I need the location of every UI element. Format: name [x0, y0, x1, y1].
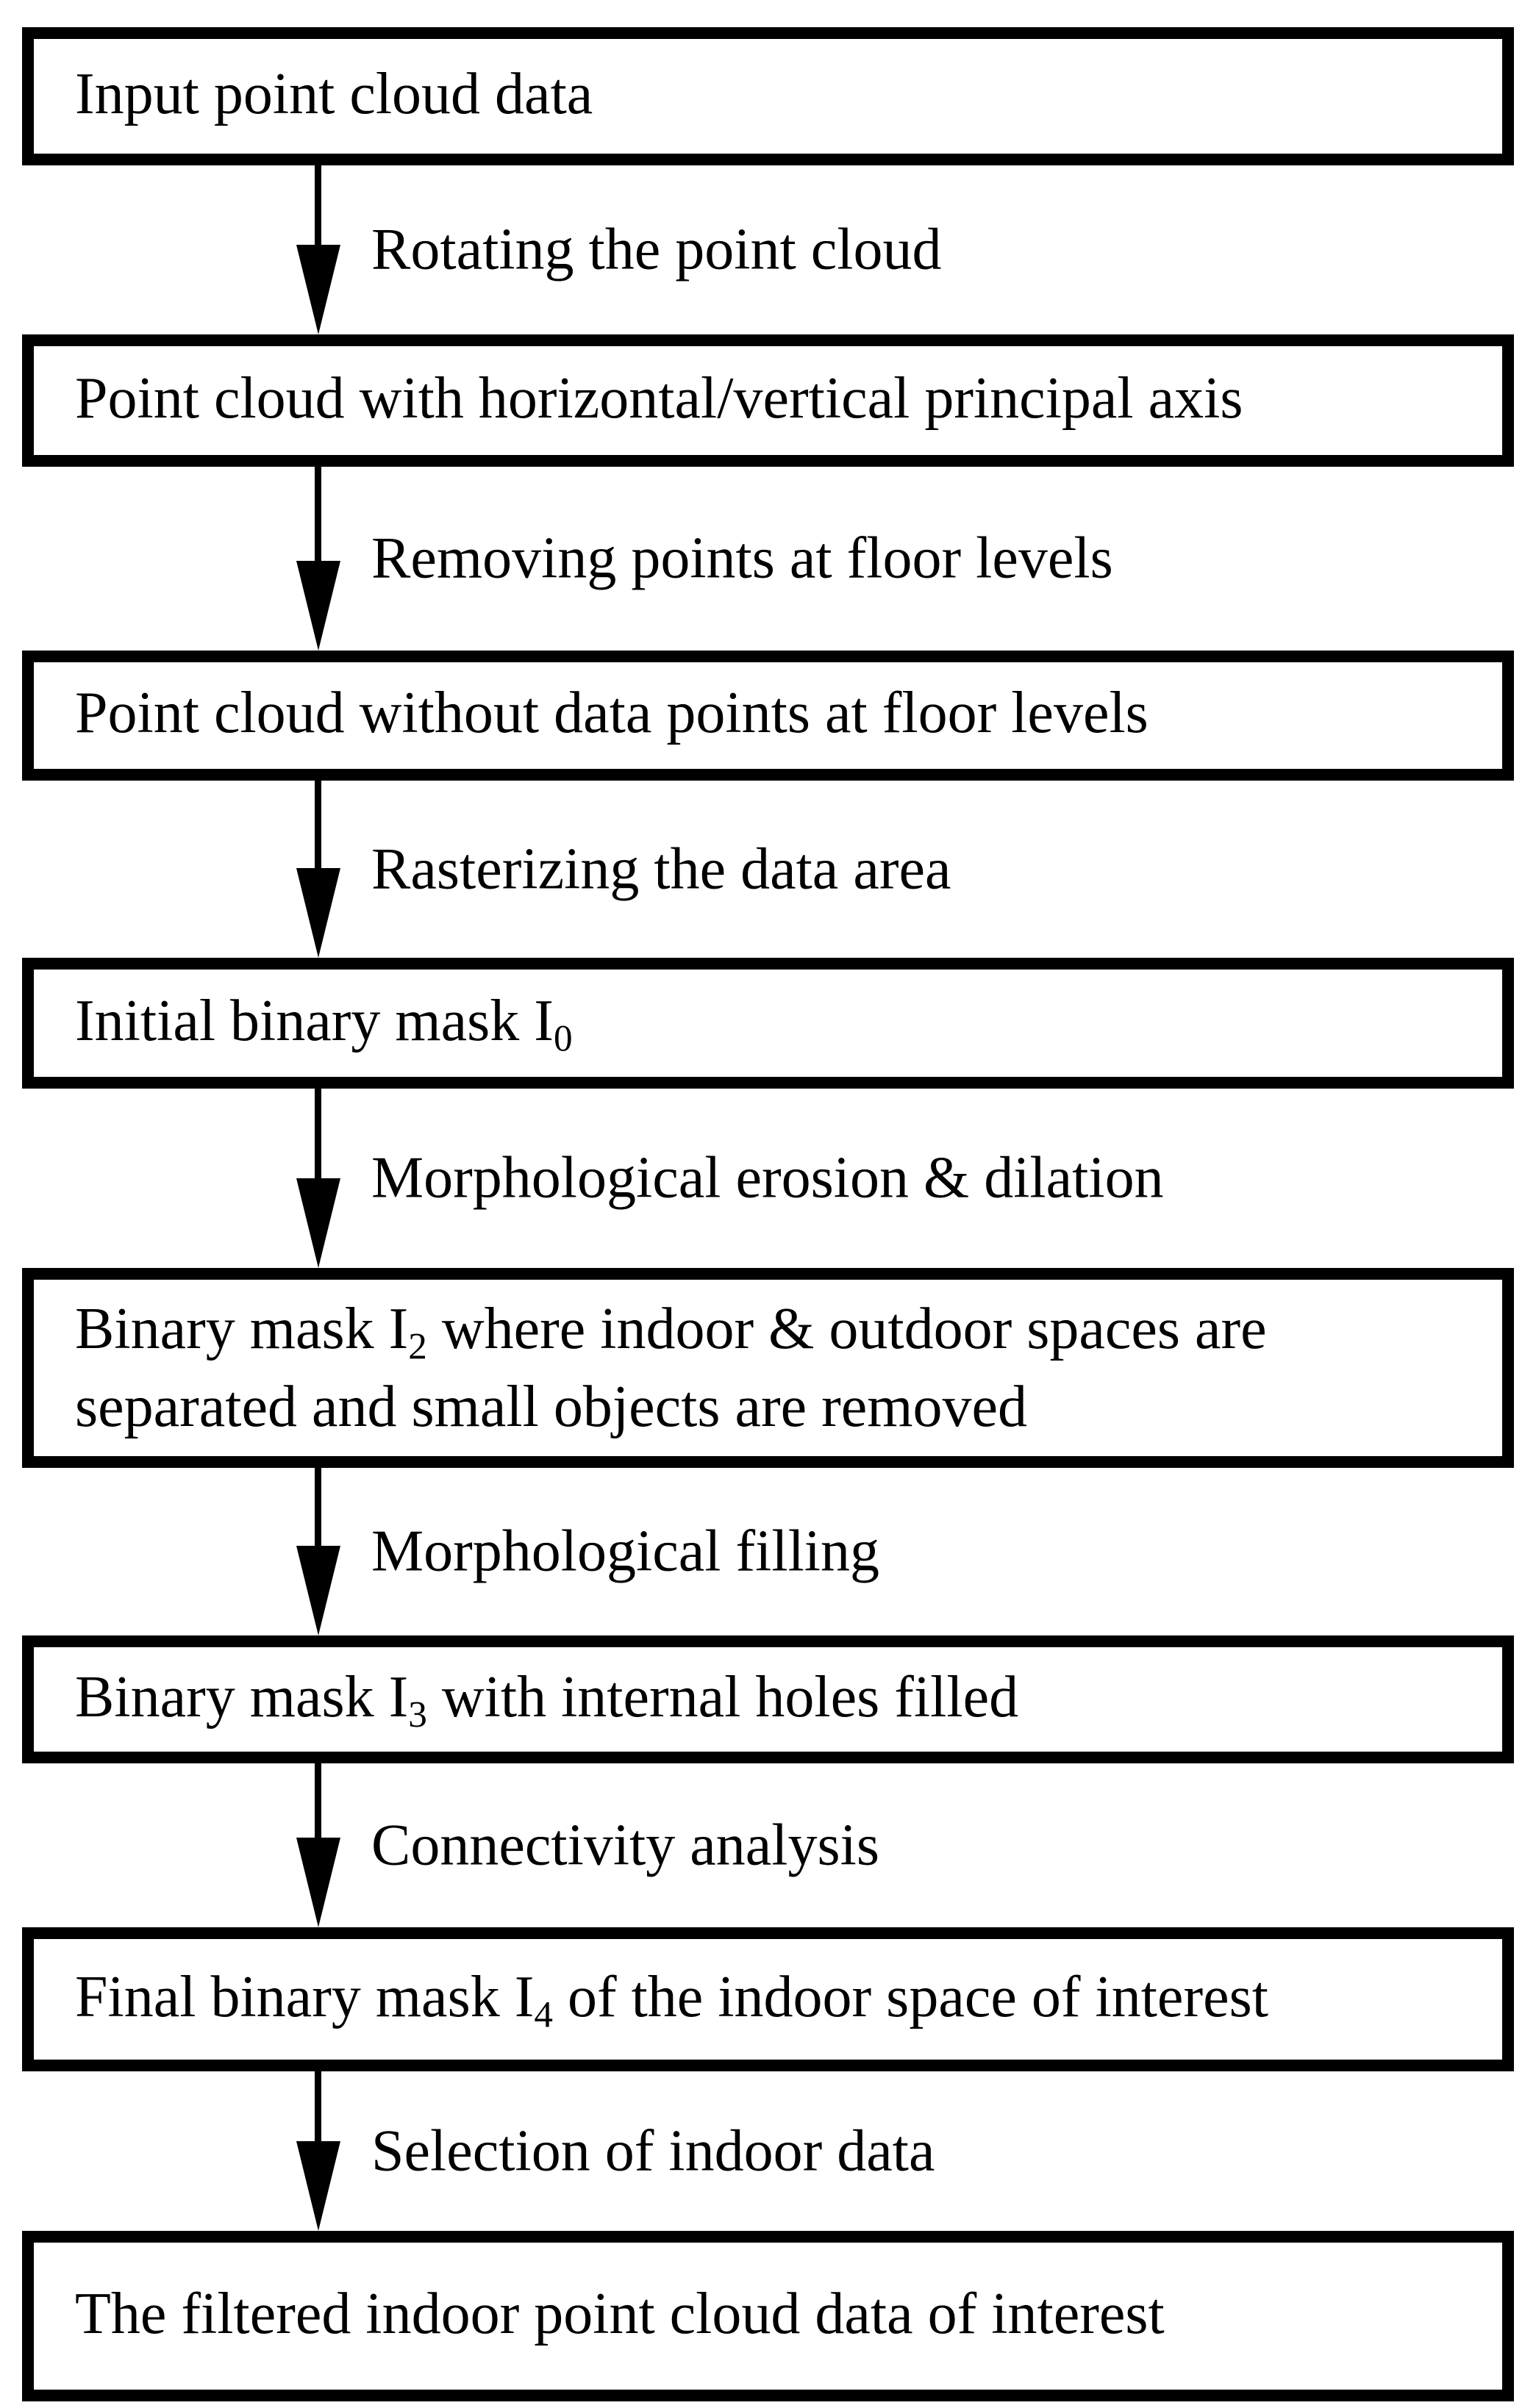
box-text-main: Point cloud without data points at floor…	[75, 681, 1149, 746]
box-text-subscript: 0	[553, 1017, 573, 1060]
box-text-subscript: 4	[534, 1993, 553, 2036]
box-text-main: Binary mask I	[75, 1296, 409, 1361]
flow-box-binary-mask-i3-text: Binary mask I3 with internal holes fille…	[75, 1660, 1018, 1738]
flow-connector-erosion-dilation: Morphological erosion & dilation	[0, 1089, 1536, 1268]
flow-box-without-floor-points: Point cloud without data points at floor…	[22, 651, 1514, 781]
flow-box-filtered-indoor-point-cloud-text: The filtered indoor point cloud data of …	[75, 2277, 1165, 2355]
arrow-label-erosion-dilation: Morphological erosion & dilation	[371, 1145, 1164, 1211]
arrow-label-rasterizing: Rasterizing the data area	[371, 836, 951, 901]
flow-connector-rotating: Rotating the point cloud	[0, 165, 1536, 334]
arrow-line	[315, 2071, 321, 2146]
arrow-line	[315, 1468, 321, 1550]
flow-box-principal-axis: Point cloud with horizontal/vertical pri…	[22, 334, 1514, 467]
flow-box-input-point-cloud: Input point cloud data	[22, 27, 1514, 165]
flow-connector-morphological-filling: Morphological filling	[0, 1468, 1536, 1635]
arrow-label-removing-floor-points: Removing points at floor levels	[371, 526, 1113, 591]
flow-box-principal-axis-text: Point cloud with horizontal/vertical pri…	[75, 362, 1243, 440]
box-text-main: Binary mask I	[75, 1664, 409, 1730]
flow-connector-rasterizing: Rasterizing the data area	[0, 781, 1536, 958]
arrow-head-icon	[296, 2141, 340, 2231]
flow-box-binary-mask-i3: Binary mask I3 with internal holes fille…	[22, 1635, 1514, 1763]
flow-box-input-point-cloud-text: Input point cloud data	[75, 57, 593, 135]
box-text-rest: where indoor & outdoor spaces are separa…	[75, 1296, 1267, 1440]
arrow-head-icon	[296, 1838, 340, 1927]
arrow-line	[315, 467, 321, 565]
flow-connector-removing-floor-points: Removing points at floor levels	[0, 467, 1536, 651]
arrow-head-icon	[296, 868, 340, 958]
flow-box-final-binary-mask: Final binary mask I4 of the indoor space…	[22, 1927, 1514, 2071]
flow-box-binary-mask-i2: Binary mask I2 where indoor & outdoor sp…	[22, 1268, 1514, 1468]
arrow-head-icon	[296, 245, 340, 334]
arrow-head-icon	[296, 561, 340, 651]
box-text-rest: of the indoor space of interest	[552, 1964, 1268, 2029]
flow-connector-selection-indoor-data: Selection of indoor data	[0, 2071, 1536, 2231]
flow-box-final-binary-mask-text: Final binary mask I4 of the indoor space…	[75, 1960, 1268, 2038]
arrow-head-icon	[296, 1178, 340, 1268]
box-text-rest: with internal holes filled	[426, 1664, 1019, 1730]
box-text-main: Initial binary mask I	[75, 988, 554, 1053]
arrow-line	[315, 781, 321, 872]
arrow-label-morphological-filling: Morphological filling	[371, 1519, 880, 1584]
arrow-line	[315, 1763, 321, 1842]
flow-box-binary-mask-i2-text: Binary mask I2 where indoor & outdoor sp…	[75, 1292, 1493, 1444]
flow-box-without-floor-points-text: Point cloud without data points at floor…	[75, 676, 1149, 754]
flow-box-initial-binary-mask: Initial binary mask I0	[22, 958, 1514, 1089]
box-text-main: Point cloud with horizontal/vertical pri…	[75, 365, 1243, 431]
flow-box-initial-binary-mask-text: Initial binary mask I0	[75, 984, 573, 1062]
arrow-label-connectivity-analysis: Connectivity analysis	[371, 1813, 880, 1877]
arrow-head-icon	[296, 1546, 340, 1635]
box-text-main: The filtered indoor point cloud data of …	[75, 2281, 1165, 2346]
box-text-main: Final binary mask I	[75, 1964, 535, 2029]
flow-box-filtered-indoor-point-cloud: The filtered indoor point cloud data of …	[22, 2231, 1514, 2401]
box-text-subscript: 3	[408, 1694, 427, 1736]
box-text-subscript: 2	[408, 1325, 427, 1368]
arrow-label-rotating: Rotating the point cloud	[371, 217, 942, 282]
arrow-label-selection-indoor-data: Selection of indoor data	[371, 2118, 935, 2183]
box-text-main: Input point cloud data	[75, 61, 593, 126]
flow-connector-connectivity-analysis: Connectivity analysis	[0, 1763, 1536, 1927]
arrow-line	[315, 165, 321, 249]
arrow-line	[315, 1089, 321, 1183]
